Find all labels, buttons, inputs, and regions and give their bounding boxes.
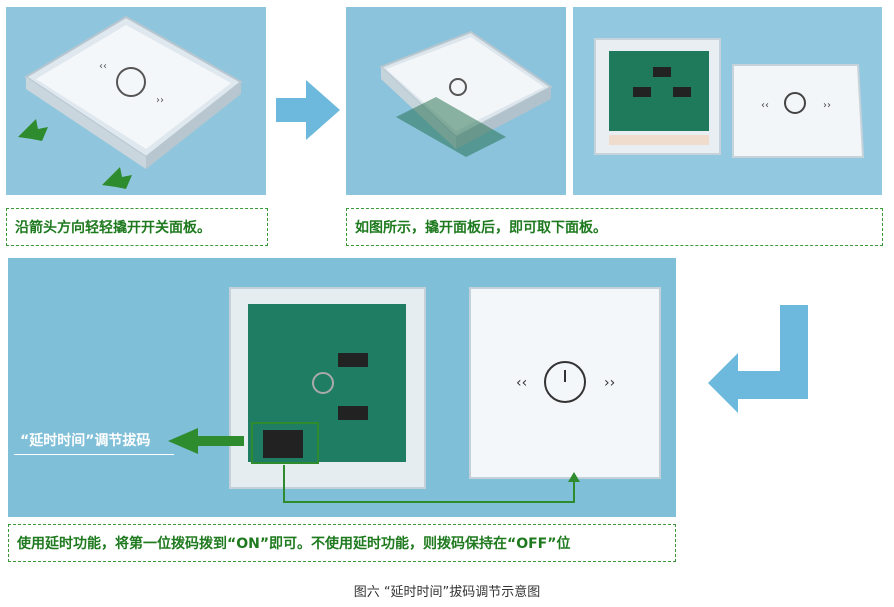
delay-time-dip-label: “延时时间”调节拔码 bbox=[20, 433, 151, 449]
svg-text:‹‹: ‹‹ bbox=[761, 100, 769, 111]
caption-step2-text: 如图所示，撬开面板后，即可取下面板。 bbox=[355, 220, 607, 236]
label-underline bbox=[14, 454, 174, 455]
caption-step1-text: 沿箭头方向轻轻撬开开关面板。 bbox=[15, 220, 211, 236]
arrow-bent-left-icon bbox=[708, 305, 812, 417]
figure-caption: 图六 “延时时间”拔码调节示意图 bbox=[353, 585, 541, 600]
photo-panel-pry-arrows: ‹‹ ›› bbox=[6, 7, 266, 195]
svg-text:‹‹: ‹‹ bbox=[516, 375, 527, 391]
caption-step1: 沿箭头方向轻轻撬开开关面板。 bbox=[6, 208, 268, 246]
svg-text:››: ›› bbox=[823, 100, 831, 111]
arrow-right-icon bbox=[276, 80, 340, 144]
photo-panel-lifting bbox=[346, 7, 566, 195]
svg-text:››: ›› bbox=[156, 95, 164, 106]
photo-pcb-and-panel: ‹‹ ›› bbox=[573, 7, 882, 195]
caption-step2: 如图所示，撬开面板后，即可取下面板。 bbox=[346, 208, 883, 246]
photo-dip-switch: ‹‹ ›› bbox=[8, 258, 676, 517]
svg-text:‹‹: ‹‹ bbox=[99, 61, 107, 72]
caption-step3: 使用延时功能，将第一位拨码拨到“ON”即可。不使用延时功能，则拨码保持在“OFF… bbox=[8, 524, 676, 562]
svg-text:››: ›› bbox=[604, 375, 615, 391]
caption-step3-text: 使用延时功能，将第一位拨码拨到“ON”即可。不使用延时功能，则拨码保持在“OFF… bbox=[17, 536, 571, 552]
